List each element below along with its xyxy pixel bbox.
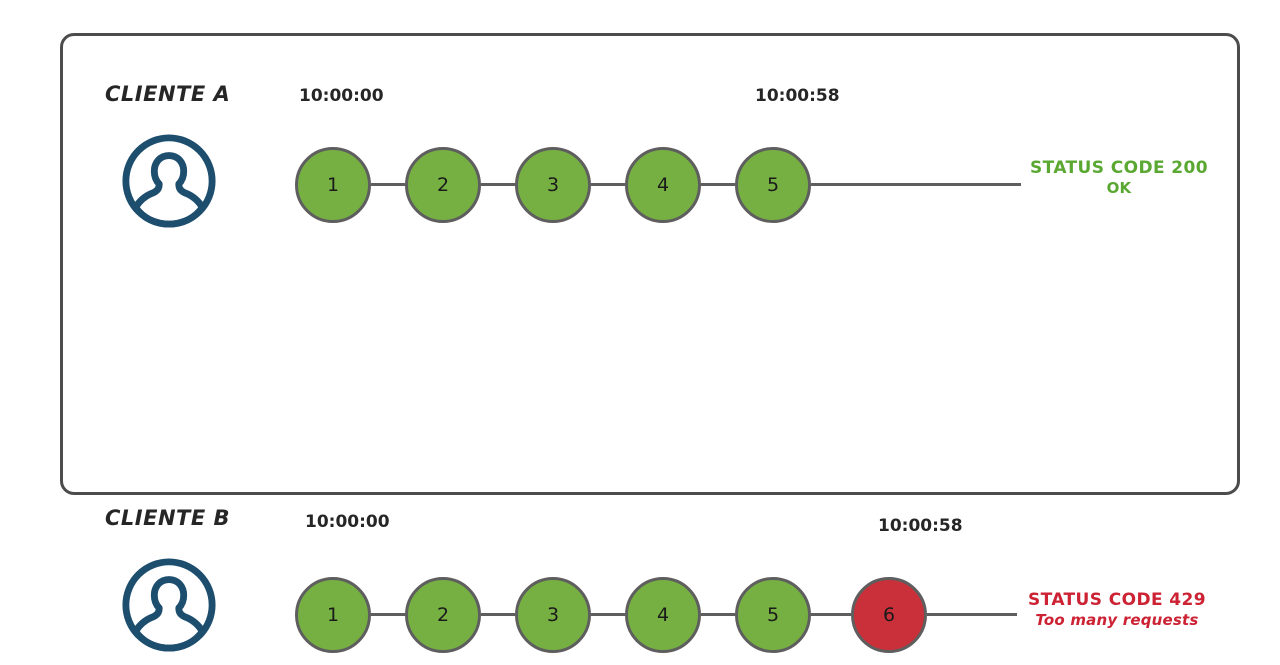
- user-avatar-icon: [120, 132, 218, 230]
- request-node[interactable]: 5: [735, 147, 811, 223]
- chain-link: [591, 183, 625, 186]
- request-node[interactable]: 1: [295, 147, 371, 223]
- chain-link: [591, 613, 625, 616]
- chain-link: [371, 183, 405, 186]
- chain-link: [481, 183, 515, 186]
- request-node[interactable]: 3: [515, 577, 591, 653]
- request-node[interactable]: 1: [295, 577, 371, 653]
- chain-link: [481, 613, 515, 616]
- diagram-canvas: CLIENTE A 10:00:00 10:00:58 1 2 3 4 5 ST…: [60, 33, 1240, 653]
- request-node[interactable]: 4: [625, 147, 701, 223]
- request-node[interactable]: 5: [735, 577, 811, 653]
- diagram-frame: [60, 33, 1240, 495]
- client-b-label: CLIENTE B: [105, 506, 231, 530]
- status-a-text: OK: [1106, 179, 1132, 198]
- chain-link: [371, 613, 405, 616]
- request-node-rejected[interactable]: 6: [851, 577, 927, 653]
- chain-link: [701, 613, 735, 616]
- request-node[interactable]: 2: [405, 577, 481, 653]
- status-b-code: STATUS CODE 429: [1028, 590, 1206, 610]
- timestamp-a-start: 10:00:00: [299, 86, 384, 106]
- request-node[interactable]: 4: [625, 577, 701, 653]
- timestamp-a-end: 10:00:58: [755, 86, 840, 106]
- status-a-code: STATUS CODE 200: [1030, 158, 1208, 178]
- client-a-label: CLIENTE A: [105, 82, 231, 106]
- timestamp-b-end: 10:00:58: [878, 516, 963, 536]
- chain-link-to-status: [927, 613, 1017, 616]
- request-node[interactable]: 2: [405, 147, 481, 223]
- status-badge-b: STATUS CODE 429 Too many requests: [1028, 590, 1206, 630]
- status-b-text: Too many requests: [1035, 611, 1199, 630]
- chain-link: [701, 183, 735, 186]
- request-node[interactable]: 3: [515, 147, 591, 223]
- status-badge-a: STATUS CODE 200 OK: [1030, 158, 1208, 198]
- chain-link-to-status: [811, 183, 1021, 186]
- timestamp-b-start: 10:00:00: [305, 512, 390, 532]
- user-avatar-icon: [120, 556, 218, 654]
- chain-link: [811, 613, 851, 616]
